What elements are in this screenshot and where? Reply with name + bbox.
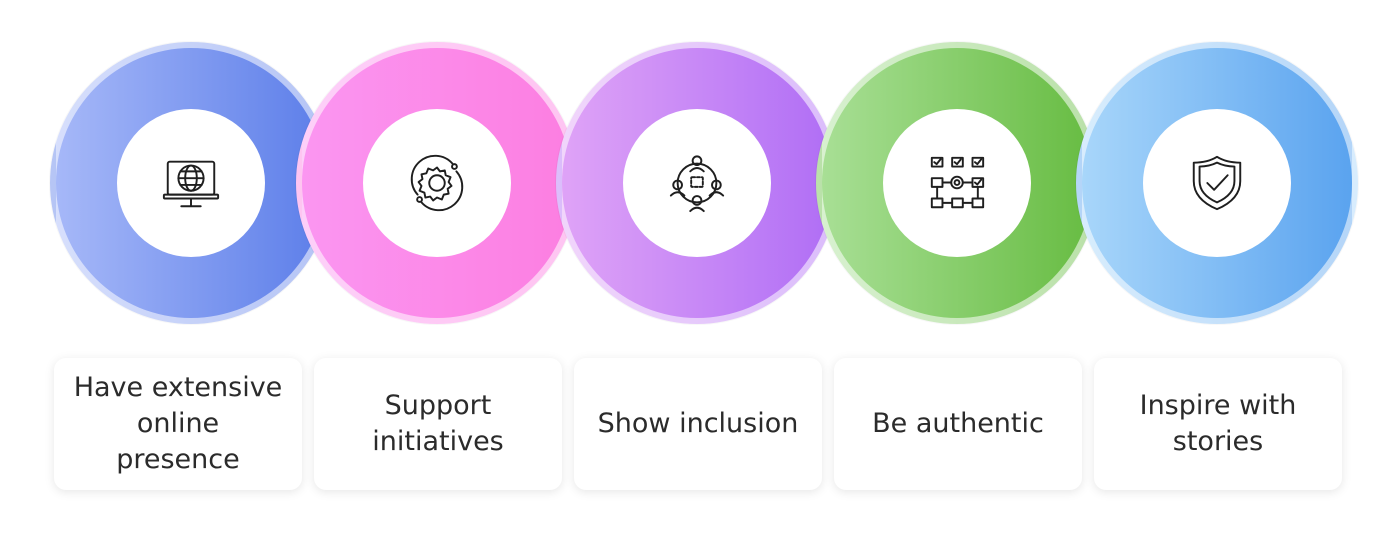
step-3-ring: [556, 42, 838, 324]
globe-monitor-icon: [162, 160, 220, 208]
step-2-card: Support initiatives: [314, 358, 562, 490]
step-5-label: Inspire with stories: [1139, 390, 1297, 457]
step-2-label: Support initiatives: [372, 390, 504, 457]
checklist-gear-icon: [930, 156, 985, 209]
step-5-card: Inspire with stories: [1094, 358, 1342, 490]
step-1-ring: [50, 42, 332, 324]
step-4-card: Be authentic: [834, 358, 1082, 490]
step-5-ring: [1076, 42, 1358, 324]
step-4-icon-badge: [883, 109, 1031, 257]
step-3-label: Show inclusion: [597, 408, 799, 439]
step-1-icon-badge: [117, 109, 265, 257]
step-2-ring: [296, 42, 578, 324]
step-1-card: Have extensive online presence: [54, 358, 302, 490]
step-3-card: Show inclusion: [574, 358, 822, 490]
shield-check-icon: [1192, 155, 1242, 211]
step-3-icon-badge: [623, 109, 771, 257]
step-5-icon-badge: [1143, 109, 1291, 257]
people-circle-icon: [669, 155, 725, 213]
step-4-ring: [816, 42, 1098, 324]
gear-orbit-icon: [410, 154, 464, 212]
step-1-label: Have extensive online presence: [73, 372, 283, 475]
step-2-icon-badge: [363, 109, 511, 257]
step-4-label: Be authentic: [872, 408, 1044, 439]
